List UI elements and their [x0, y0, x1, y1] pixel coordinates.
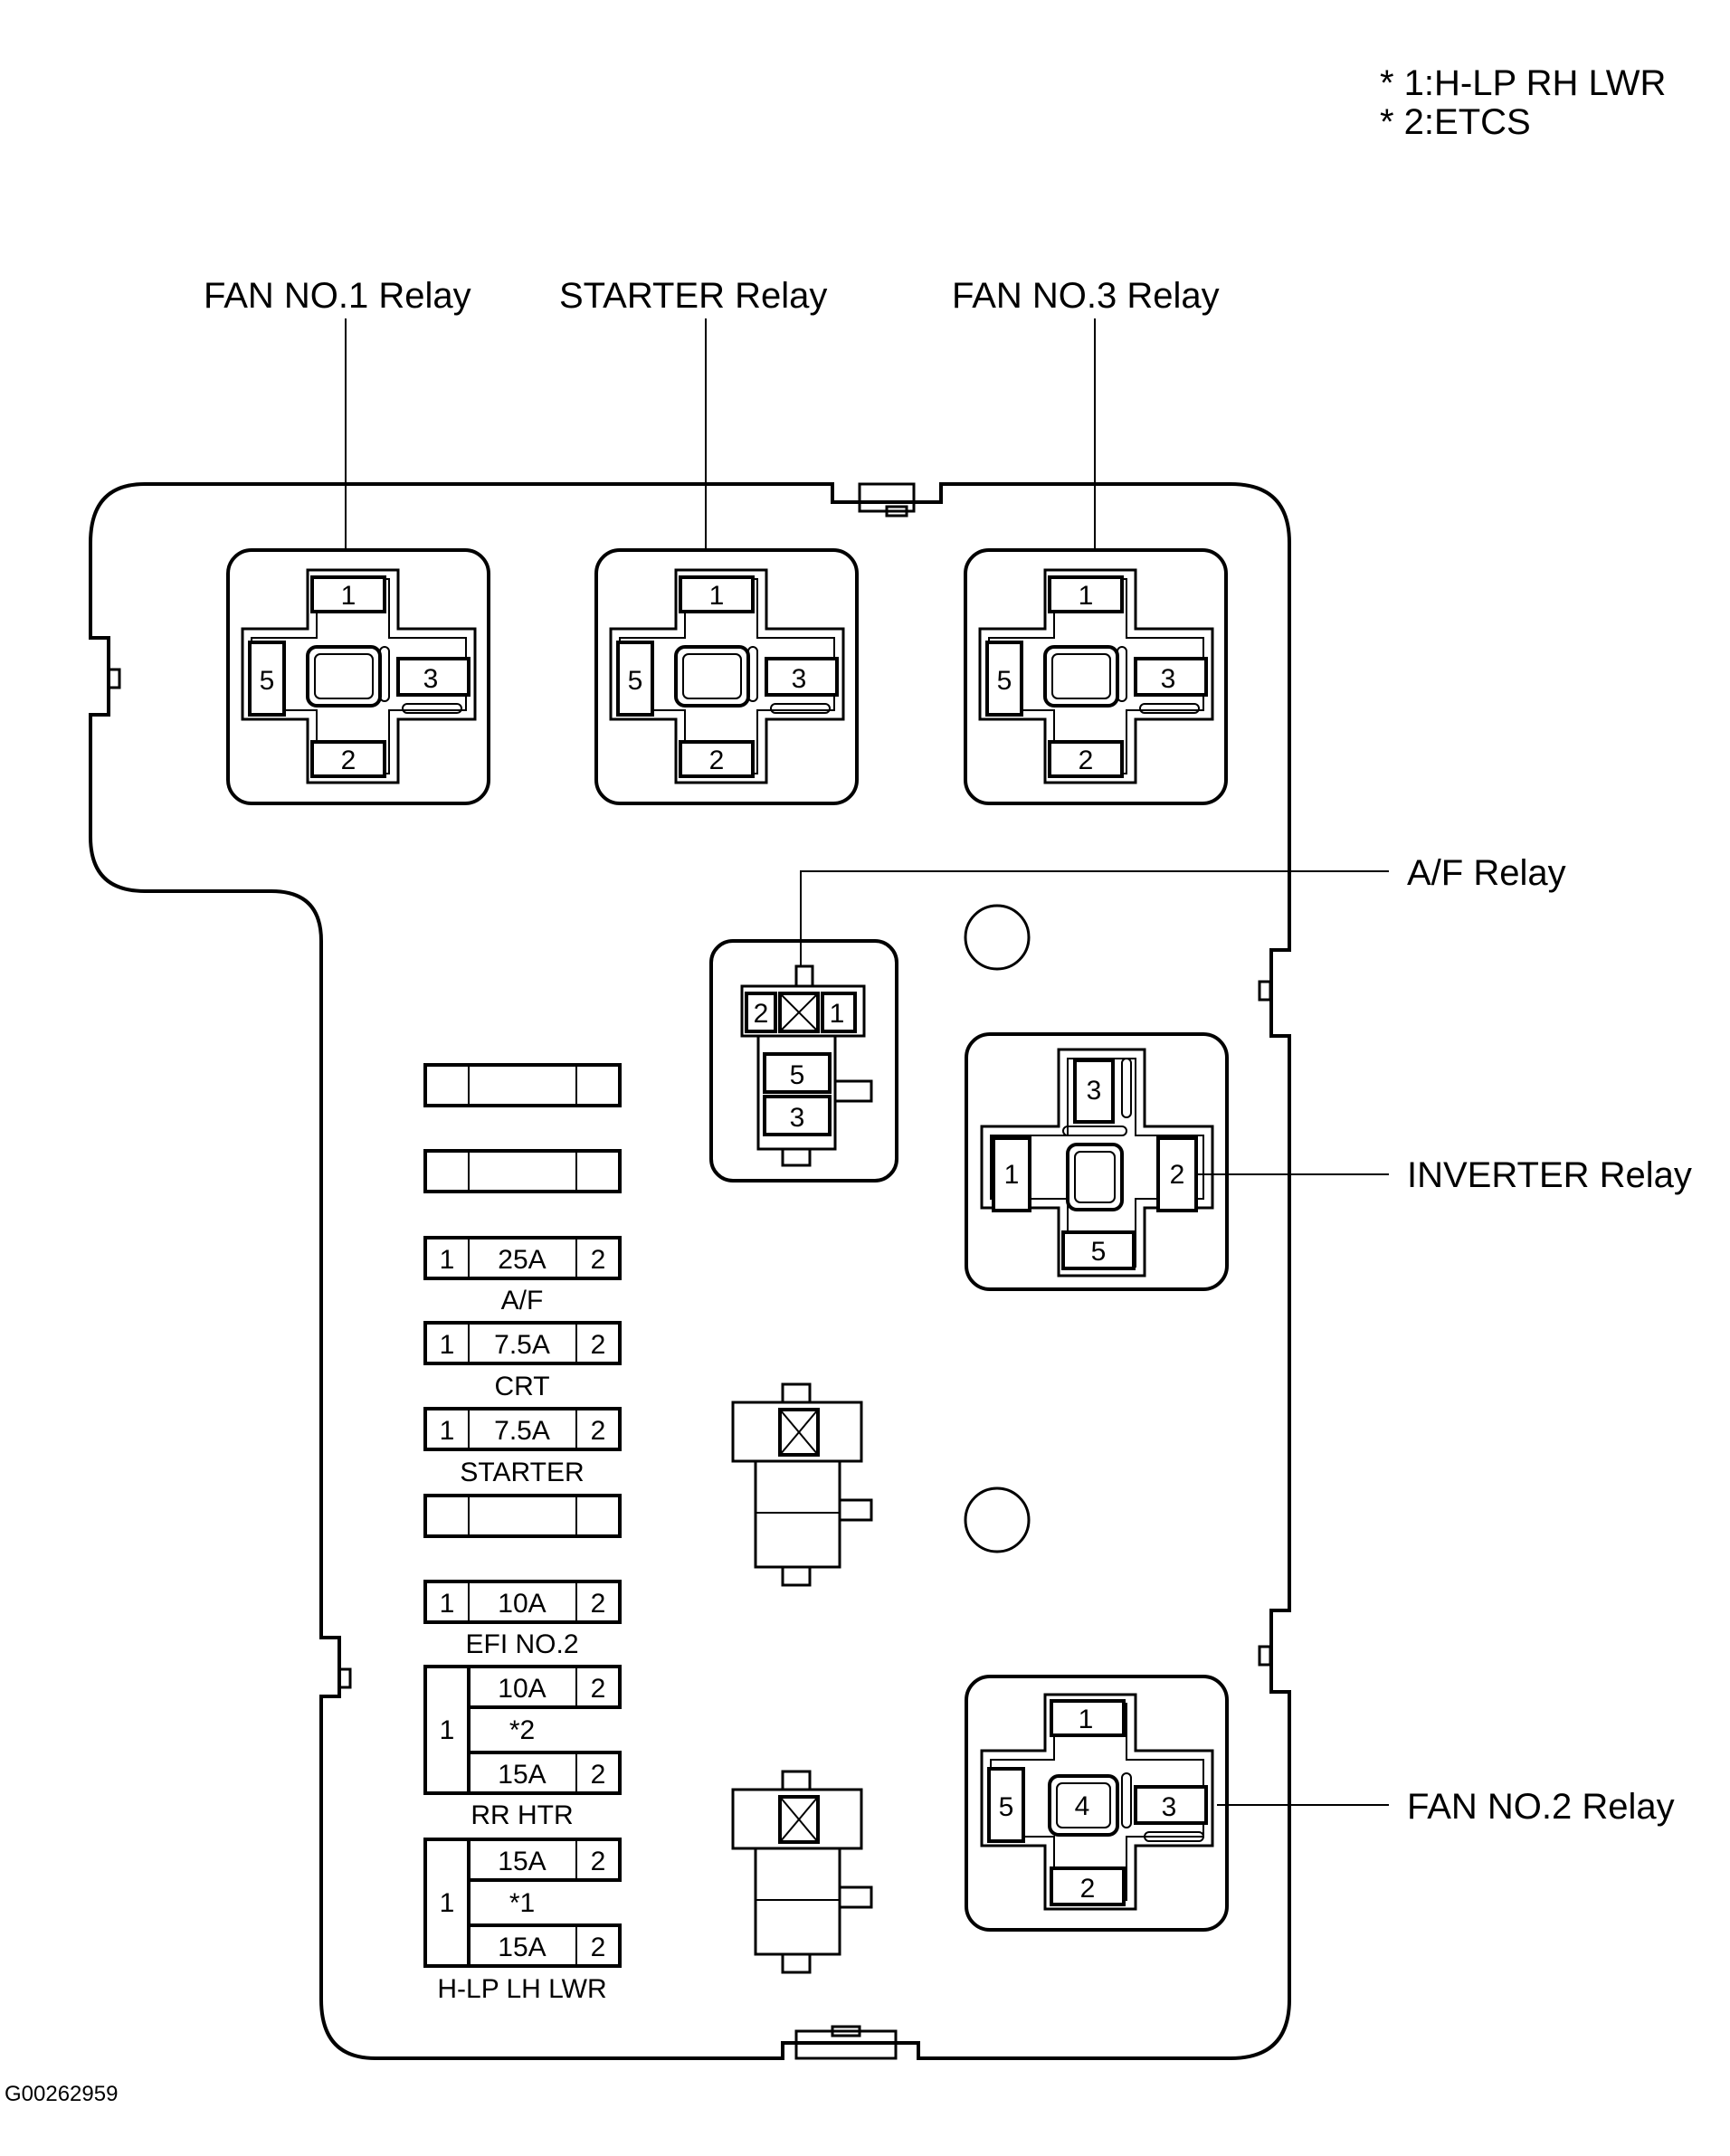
fuse-crt-name: CRT — [494, 1372, 549, 1401]
fuse-slot-empty-1 — [423, 1063, 622, 1107]
fan2-pin-4: 4 — [1075, 1791, 1090, 1821]
fan1-relay: 1 5 3 2 — [226, 548, 490, 805]
fan1-pin-2: 2 — [341, 746, 356, 775]
fan3-relay: 1 5 3 2 — [964, 548, 1228, 805]
inverter-relay: 3 1 2 5 — [965, 1032, 1229, 1291]
fuse-crt-pin2: 2 — [591, 1330, 606, 1360]
fuse-hlp-pin2a: 2 — [591, 1847, 606, 1876]
fuse-box-outline — [89, 482, 1291, 2060]
fuse-efi2: 1 10A 2 EFI NO.2 — [423, 1580, 622, 1659]
fan2-pin-1: 1 — [1079, 1705, 1094, 1734]
fuse-starter-pin2: 2 — [591, 1416, 606, 1446]
fuse-slot-empty-2 — [423, 1149, 622, 1193]
fuse-slot-empty-3 — [423, 1494, 622, 1538]
starter-relay: 1 5 3 2 — [594, 548, 859, 805]
fuse-starter-pin1: 1 — [440, 1416, 455, 1446]
af-relay-pin-1: 1 — [830, 999, 845, 1029]
left-tab-clip — [107, 668, 121, 689]
inverter-pin-3: 3 — [1087, 1076, 1102, 1106]
fan3-pin-5: 5 — [997, 666, 1012, 696]
af-leader — [800, 870, 1389, 966]
fuse-af: 1 25A 2 A/F — [423, 1236, 622, 1315]
fan2-pin-5: 5 — [999, 1792, 1014, 1822]
fuse-hlp-pin1: 1 — [440, 1888, 455, 1918]
fuse-starter-rating: 7.5A — [494, 1416, 550, 1446]
top-tab-clip — [885, 505, 908, 518]
fuse-hlp-bottom-rating: 15A — [498, 1933, 546, 1962]
fan1-label: FAN NO.1 Relay — [204, 276, 471, 316]
fan2-label: FAN NO.2 Relay — [1407, 1787, 1675, 1827]
starter-pin-5: 5 — [628, 666, 643, 696]
fan3-label: FAN NO.3 Relay — [952, 276, 1220, 316]
fuse-hlp-mid: *1 — [509, 1888, 535, 1918]
fan1-pin-3: 3 — [423, 664, 439, 694]
fan3-pin-2: 2 — [1079, 746, 1094, 775]
diagram-id: G00262959 — [5, 2082, 118, 2106]
fuse-rrhtr-bottom-rating: 15A — [498, 1760, 546, 1790]
fuse-hlp: 1 15A 2 *1 15A 2 H-LP LH LWR — [423, 1838, 622, 2004]
fuse-crt-pin1: 1 — [440, 1330, 455, 1360]
fuse-af-rating: 25A — [498, 1245, 546, 1275]
right-tab-clip-2 — [1258, 1645, 1272, 1667]
right-tab-clip-1 — [1258, 980, 1272, 1002]
af-label: A/F Relay — [1407, 853, 1566, 893]
fuse-starter: 1 7.5A 2 STARTER — [423, 1407, 622, 1487]
fuse-crt-rating: 7.5A — [494, 1330, 550, 1360]
connector-1 — [731, 1382, 873, 1587]
af-relay: 2 1 5 3 — [709, 939, 898, 1182]
bottom-tab — [794, 2029, 898, 2060]
note-1: * 1:H-LP RH LWR — [1380, 63, 1666, 103]
fuse-rrhtr-pin2b: 2 — [591, 1760, 606, 1790]
fuse-rrhtr-name: RR HTR — [471, 1800, 573, 1830]
af-relay-pin-2: 2 — [754, 999, 769, 1029]
fuse-rrhtr-pin2a: 2 — [591, 1674, 606, 1704]
note-2: * 2:ETCS — [1380, 102, 1531, 142]
fuse-efi2-pin2: 2 — [591, 1589, 606, 1619]
fuse-efi2-rating: 10A — [498, 1589, 546, 1619]
inverter-pin-2: 2 — [1170, 1160, 1185, 1190]
fuse-hlp-pin2b: 2 — [591, 1933, 606, 1962]
fuse-rrhtr-pin1: 1 — [440, 1715, 455, 1745]
fuse-af-pin2: 2 — [591, 1245, 606, 1275]
fan3-pin-1: 1 — [1079, 581, 1094, 611]
inverter-pin-5: 5 — [1091, 1237, 1107, 1267]
starter-pin-2: 2 — [709, 746, 725, 775]
fuse-af-pin1: 1 — [440, 1245, 455, 1275]
fan2-relay: 1 5 4 3 2 — [965, 1675, 1229, 1932]
bottom-tab-clip — [831, 2025, 861, 2037]
fuse-starter-name: STARTER — [460, 1458, 584, 1487]
fuse-rrhtr-mid: *2 — [509, 1715, 535, 1745]
inverter-pin-1: 1 — [1004, 1160, 1020, 1190]
af-relay-pin-5: 5 — [790, 1060, 805, 1090]
fan1-pin-5: 5 — [260, 666, 275, 696]
fan2-pin-2: 2 — [1080, 1874, 1096, 1904]
af-relay-pin-3: 3 — [790, 1103, 805, 1133]
fan2-pin-3: 3 — [1162, 1792, 1177, 1822]
fuse-rrhtr: 1 10A 2 *2 15A 2 RR HTR — [423, 1665, 622, 1830]
mount-hole-1 — [964, 904, 1031, 971]
fuse-hlp-top-rating: 15A — [498, 1847, 546, 1876]
fuse-af-name: A/F — [501, 1286, 544, 1315]
starter-pin-3: 3 — [792, 664, 807, 694]
fuse-hlp-name: H-LP LH LWR — [437, 1974, 606, 2004]
connector-2 — [731, 1770, 873, 1974]
fan1-pin-1: 1 — [341, 581, 356, 611]
fuse-crt: 1 7.5A 2 CRT — [423, 1321, 622, 1401]
fuse-rrhtr-top-rating: 10A — [498, 1674, 546, 1704]
fuse-efi2-pin1: 1 — [440, 1589, 455, 1619]
mount-hole-2 — [964, 1486, 1031, 1553]
fan3-pin-3: 3 — [1161, 664, 1176, 694]
left-tab-clip-2 — [337, 1667, 352, 1689]
fuse-efi2-name: EFI NO.2 — [465, 1629, 578, 1659]
inverter-label: INVERTER Relay — [1407, 1155, 1692, 1195]
starter-pin-1: 1 — [709, 581, 725, 611]
starter-label: STARTER Relay — [559, 276, 827, 316]
